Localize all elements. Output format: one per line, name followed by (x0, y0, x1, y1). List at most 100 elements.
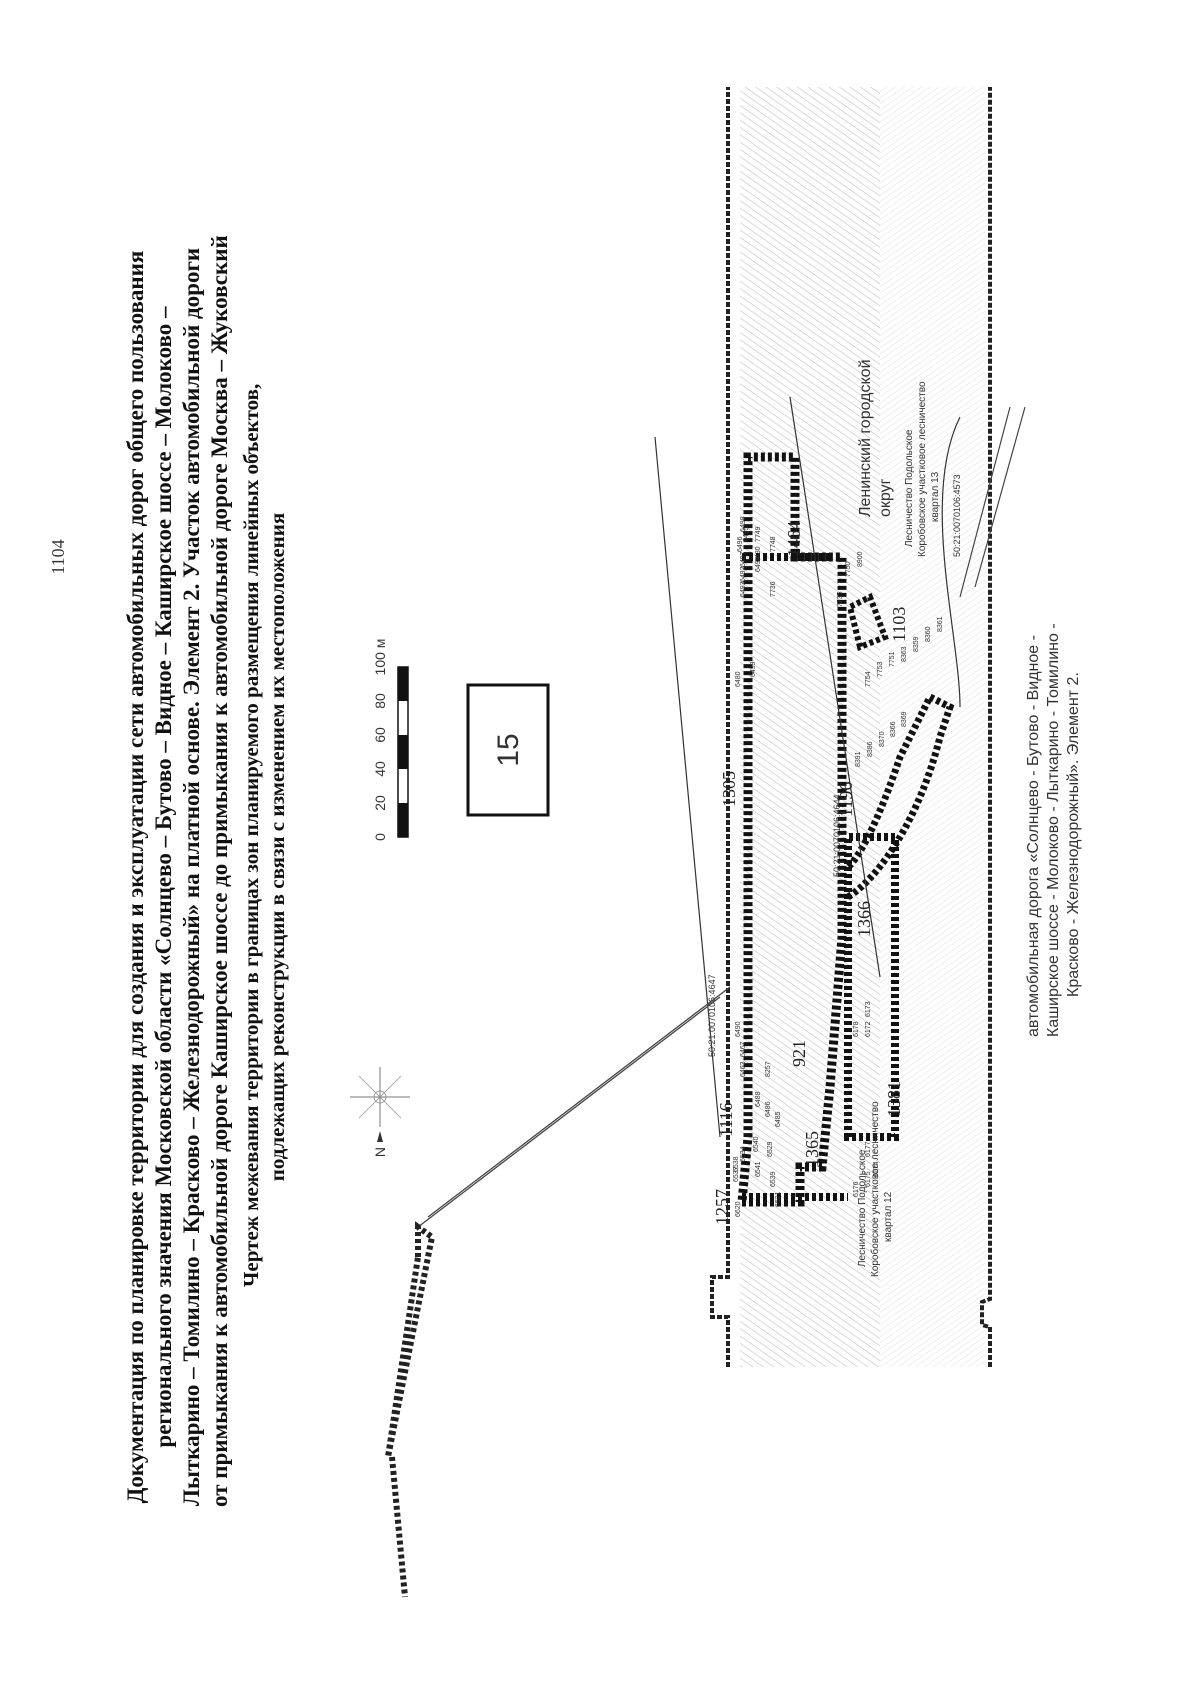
point-label: 7754 (865, 671, 872, 687)
cadastral-label: 50:21:0070106:4644 (832, 794, 842, 877)
upper-boundary-line (710, 87, 730, 1367)
zone-outline-ramp (846, 592, 889, 652)
point-label: 7750 (845, 561, 852, 577)
road-corridor-lower (880, 87, 985, 1367)
road-caption-line: автомобильная дорога «Солнцево - Бутово … (1025, 635, 1042, 1037)
forestry-label: Лесничество Подольское (904, 429, 915, 547)
cadastral-label: 50:21:0070106:4647 (707, 974, 717, 1057)
point-label: 6480 (755, 546, 762, 562)
point-label: 6485 (775, 1111, 782, 1127)
point-label: 7748 (770, 536, 777, 552)
point-label: 6492 (740, 566, 747, 582)
point-label: 7751 (889, 651, 896, 667)
point-label: 6490 (735, 1021, 742, 1037)
point-label: 6178 (853, 1021, 860, 1037)
point-label: 8361 (937, 616, 944, 632)
scale-tick: 60 (372, 727, 388, 743)
point-label: 6540 (753, 1136, 760, 1152)
zone-outline-loop (845, 692, 955, 900)
point-label: 8391 (855, 751, 862, 767)
point-label: 8363 (901, 646, 908, 662)
scale-tick: 100 м (372, 639, 388, 676)
point-label: 6467 (740, 1041, 747, 1057)
road-caption-line: Каширское шоссе - Молоково - Лыткарино -… (1045, 623, 1062, 1037)
road-caption-line: Красково - Железнодорожный». Элемент 2. (1065, 672, 1082, 997)
point-label: 7736 (770, 581, 777, 597)
scale-tick: 0 (372, 833, 388, 841)
point-label: 6495 (743, 526, 750, 542)
road-alignment-2 (427, 986, 731, 1218)
point-label: 6498 (740, 516, 747, 532)
road-corridor (740, 87, 880, 1367)
sheet-number: 15 (492, 733, 525, 766)
point-label: 6176 (853, 1181, 860, 1197)
point-label: 6541 (755, 1161, 762, 1177)
district-label: Ленинский городской (857, 359, 874, 517)
cadastral-parcel-4573 (941, 416, 961, 708)
compass-label: N (372, 1147, 388, 1157)
forestry-label: квартал 12 (883, 1191, 894, 1242)
point-label: 6480 (735, 671, 742, 687)
point-label: 6539 (770, 1171, 777, 1187)
point-label: 8360 (925, 626, 932, 642)
point-label: 8386 (867, 741, 874, 757)
point-label: 6177 (865, 1141, 872, 1157)
district-label: округ (877, 478, 894, 517)
lower-boundary-line (980, 87, 992, 1367)
point-label: 6174 (873, 1161, 880, 1177)
zone-label: 1196 (836, 782, 856, 817)
diagonal-zone-strip (385, 1221, 436, 1458)
point-label: 6496 (737, 536, 744, 552)
point-label: 8366 (890, 721, 897, 737)
zone-label: 1366 (854, 901, 874, 937)
zone-label: 1116 (716, 1102, 736, 1137)
point-label: 6620 (735, 1201, 742, 1217)
scale-bar (397, 666, 409, 838)
zone-label: 1464 (784, 521, 804, 557)
point-label: 6537 (733, 1166, 740, 1182)
point-label: 6493 (740, 581, 747, 597)
point-label: 6499 (750, 661, 757, 677)
sheet-number-box (466, 683, 550, 817)
point-label: 6538 (733, 1156, 740, 1172)
point-label: 8369 (901, 711, 908, 727)
point-label: 6529 (767, 1141, 774, 1157)
point-label: 6173 (865, 1001, 872, 1017)
point-label: 6463 (740, 1061, 747, 1077)
scale-tick: 20 (372, 795, 388, 811)
diagonal-zone-tail (389, 1456, 408, 1598)
zone-outline-main (737, 452, 847, 1207)
point-label: 7749 (755, 526, 762, 542)
point-label: 6172 (865, 1021, 872, 1037)
point-label: 6534 (740, 1146, 747, 1162)
point-label: 8370 (879, 731, 886, 747)
point-label: 6497 (740, 551, 747, 567)
point-label: 7753 (877, 661, 884, 677)
cadastral-parcel-4644 (789, 396, 881, 978)
zone-label: 921 (789, 1040, 809, 1067)
scale-tick: 40 (372, 761, 388, 777)
point-label: 6175 (865, 1171, 872, 1187)
right-ramp-lines (959, 406, 1026, 598)
point-label: 8359 (913, 636, 920, 652)
zone-label: 1381 (884, 1081, 904, 1117)
zone-label: 1257 (712, 1189, 732, 1225)
forestry-label: Коробовское участковое лесничество (916, 381, 928, 557)
point-label: 8257 (765, 1061, 772, 1077)
zone-label: 1305 (719, 771, 739, 807)
cadastral-label: 50:21:0070106:4573 (952, 474, 962, 557)
zone-outline-lower (844, 833, 899, 1141)
point-label: 6488 (755, 1091, 762, 1107)
point-label: 8900 (857, 551, 864, 567)
forestry-label: Коробовское участковое лесничество (869, 1101, 881, 1277)
forestry-label: Лесничество Подольское (857, 1149, 868, 1267)
point-label: 6486 (765, 1101, 772, 1117)
zone-label: 1103 (889, 607, 909, 642)
forestry-label: квартал 13 (930, 471, 941, 522)
zone-label: 1365 (802, 1131, 822, 1167)
point-label: 7735 (837, 591, 844, 607)
cadastral-parcel-4647 (654, 436, 721, 1138)
